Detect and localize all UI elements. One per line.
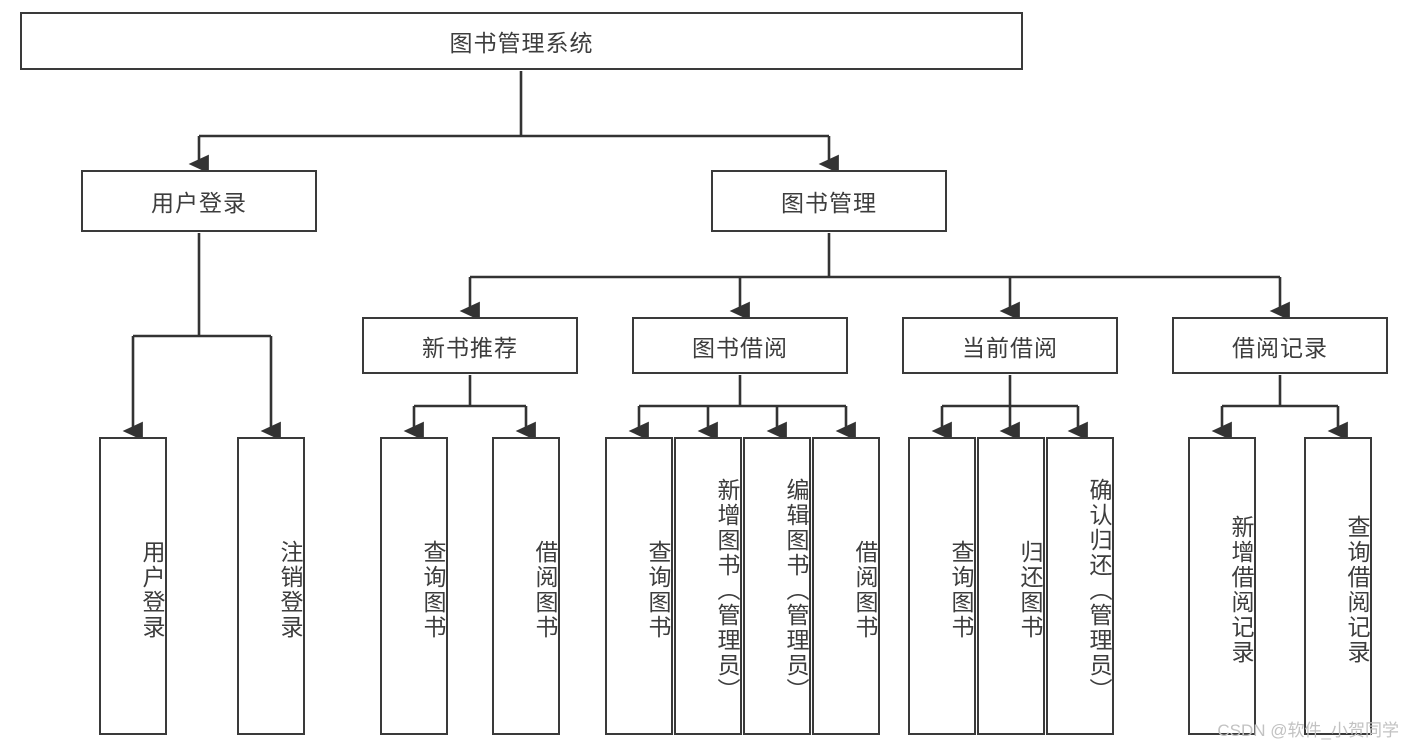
node-book-borrow-label: 图书借阅	[692, 334, 788, 361]
leaf-book-borrow-borrow[interactable]: 借阅图书	[812, 437, 880, 735]
leaf-new-book-borrow[interactable]: 借阅图书	[492, 437, 560, 735]
leaf-label: 借阅图书	[852, 540, 878, 640]
leaf-label: 编辑图书（管理员）	[783, 477, 809, 703]
node-book-borrow[interactable]: 图书借阅	[632, 317, 848, 374]
leaf-label: 新增借阅记录	[1228, 515, 1254, 665]
node-borrow-record[interactable]: 借阅记录	[1172, 317, 1388, 374]
node-current-borrow[interactable]: 当前借阅	[902, 317, 1118, 374]
node-user-login[interactable]: 用户登录	[81, 170, 317, 232]
leaf-current-borrow-return[interactable]: 归还图书	[977, 437, 1045, 735]
leaf-current-borrow-query[interactable]: 查询图书	[908, 437, 976, 735]
leaf-label: 查询图书	[420, 540, 446, 640]
node-borrow-record-label: 借阅记录	[1232, 334, 1328, 361]
csdn-watermark: CSDN @软件_小贺同学	[1217, 721, 1399, 740]
leaf-book-borrow-add[interactable]: 新增图书（管理员）	[674, 437, 742, 735]
leaf-label: 查询图书	[948, 540, 974, 640]
node-book-management[interactable]: 图书管理	[711, 170, 947, 232]
leaf-borrow-record-add[interactable]: 新增借阅记录	[1188, 437, 1256, 735]
leaf-book-borrow-edit[interactable]: 编辑图书（管理员）	[743, 437, 811, 735]
node-new-book-recommend-label: 新书推荐	[422, 334, 518, 361]
leaf-label: 查询借阅记录	[1344, 515, 1370, 665]
node-current-borrow-label: 当前借阅	[962, 334, 1058, 361]
leaf-borrow-record-query[interactable]: 查询借阅记录	[1304, 437, 1372, 735]
node-root-label: 图书管理系统	[449, 30, 594, 56]
leaf-label: 用户登录	[139, 540, 165, 640]
leaf-label: 确认归还（管理员）	[1086, 477, 1112, 703]
node-new-book-recommend[interactable]: 新书推荐	[362, 317, 578, 374]
leaf-label: 新增图书（管理员）	[714, 477, 740, 703]
leaf-label: 注销登录	[277, 540, 303, 640]
leaf-user-login-signout[interactable]: 注销登录	[237, 437, 305, 735]
leaf-book-borrow-query[interactable]: 查询图书	[605, 437, 673, 735]
leaf-current-borrow-confirm-return[interactable]: 确认归还（管理员）	[1046, 437, 1114, 735]
node-root-system[interactable]: 图书管理系统	[20, 12, 1023, 70]
node-user-login-label: 用户登录	[151, 190, 247, 216]
leaf-label: 归还图书	[1017, 540, 1043, 640]
leaf-new-book-query[interactable]: 查询图书	[380, 437, 448, 735]
node-book-management-label: 图书管理	[781, 190, 877, 216]
leaf-label: 借阅图书	[532, 540, 558, 640]
leaf-label: 查询图书	[645, 540, 671, 640]
leaf-user-login-signin[interactable]: 用户登录	[99, 437, 167, 735]
